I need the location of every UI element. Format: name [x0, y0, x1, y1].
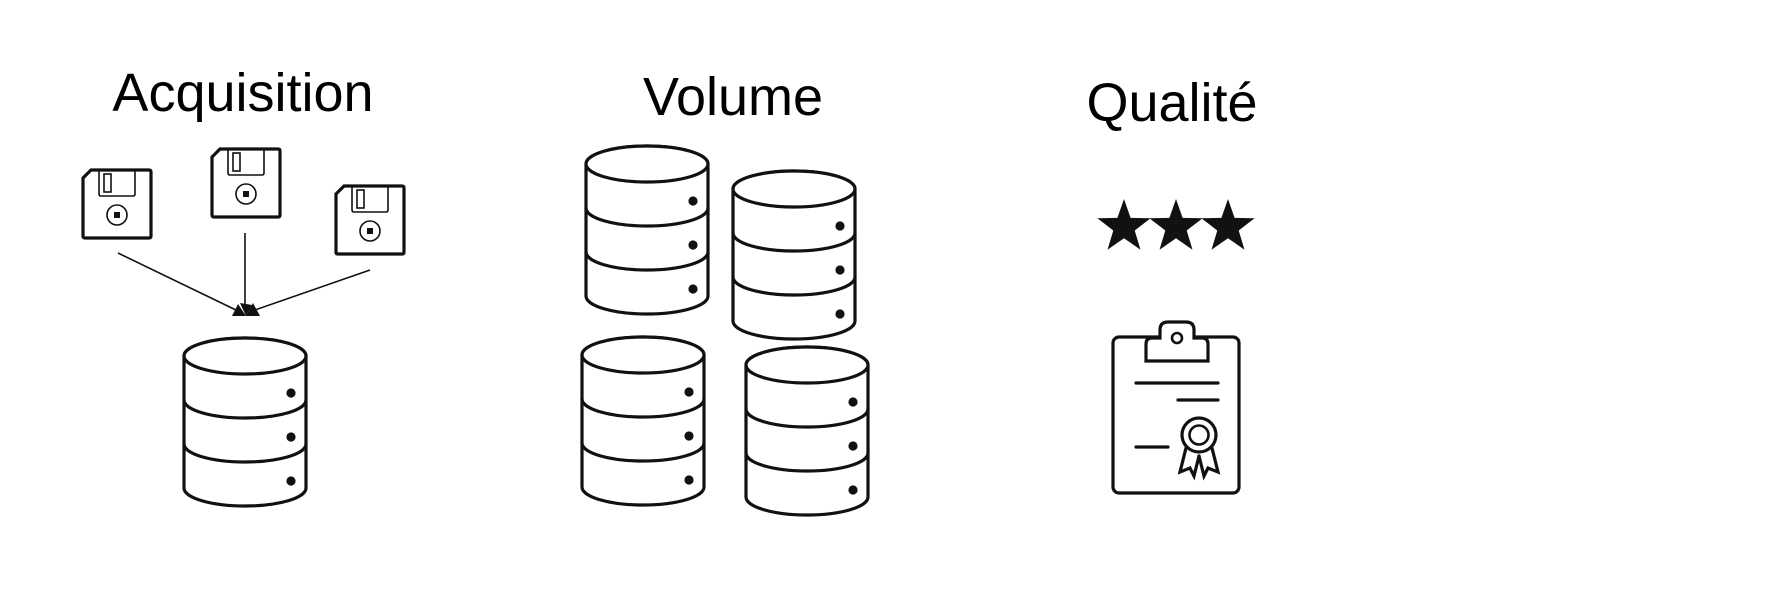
database-icon [731, 169, 857, 341]
database-icon [584, 144, 710, 316]
clipboard-certificate-icon [1111, 320, 1241, 495]
arrow-icon [117, 233, 371, 316]
star-rating [1097, 199, 1255, 250]
floppy-disk-icon [210, 147, 282, 219]
database-icon [744, 345, 870, 517]
section-title-volume: Volume [642, 67, 824, 127]
floppy-disk-icon [81, 168, 153, 240]
floppy-disk-icon [334, 184, 406, 256]
database-icon [182, 336, 308, 508]
database-icon [580, 335, 706, 507]
section-title-quality: Qualité [1086, 73, 1258, 133]
star-icon [1097, 199, 1151, 250]
star-icon [1201, 199, 1255, 250]
star-icon [1149, 199, 1203, 250]
section-title-acquisition: Acquisition [112, 63, 374, 123]
